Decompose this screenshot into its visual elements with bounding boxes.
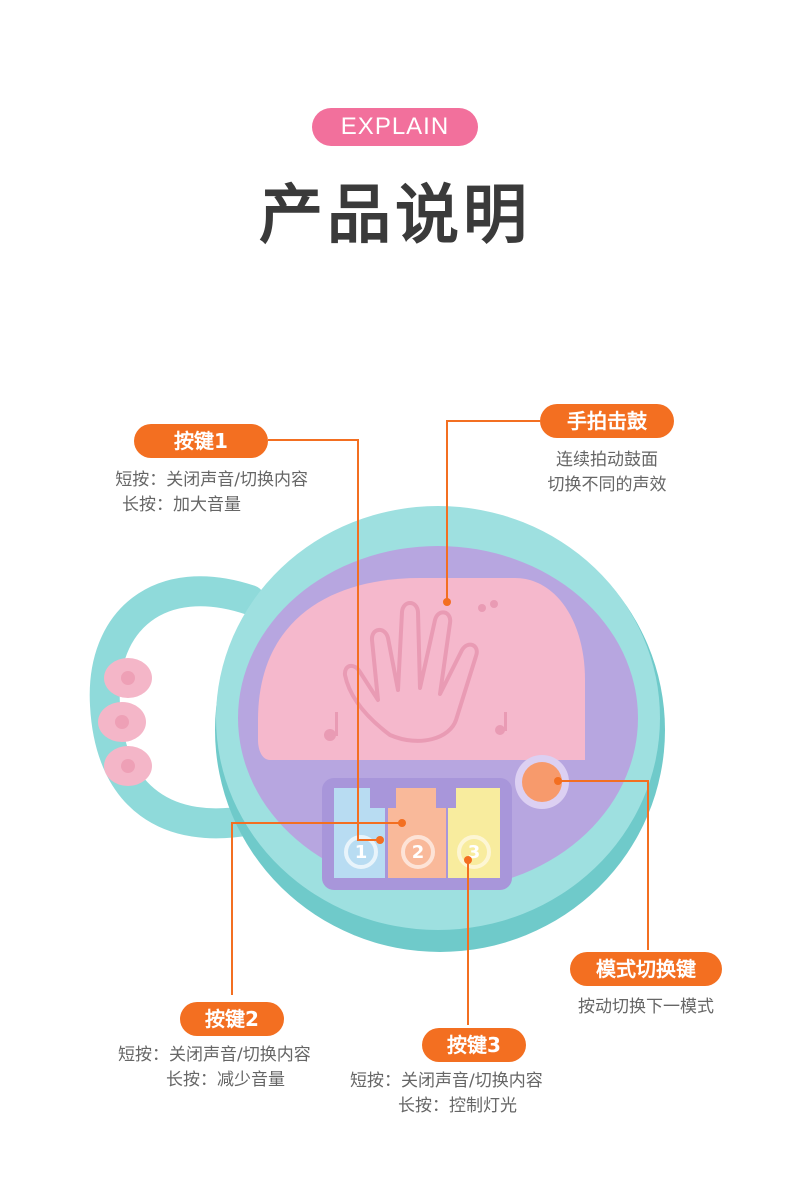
mode-desc: 按动切换下一模式 [555,995,737,1020]
key-3 [448,788,500,878]
button2-short-press: 短按：关闭声音/切换内容 [118,1045,311,1065]
key-2-label: 2 [412,842,425,863]
key-1-label: 1 [355,842,368,863]
toy-handle [89,576,265,839]
drum-desc: 连续拍动鼓面 切换不同的声效 [527,448,687,498]
button3-short-press: 短按：关闭声音/切换内容 [350,1071,543,1091]
button1-long-press: 长按：加大音量 [122,495,241,515]
mode-tag: 模式切换键 [570,952,722,986]
hand-print-icon [342,601,479,743]
button2-long-press: 长按：减少音量 [166,1070,285,1090]
drum-tag: 手拍击鼓 [540,404,674,438]
mode-line1: 按动切换下一模式 [578,997,714,1017]
key-1 [334,788,385,878]
drum-line1: 连续拍动鼓面 [556,450,658,470]
music-note-icons [324,600,507,741]
button1-short-press: 短按：关闭声音/切换内容 [115,470,308,490]
button1-desc: 短按：关闭声音/切换内容 长按：加大音量 [70,468,308,518]
page-title: 产品说明 [259,179,531,253]
callout-lines [231,420,649,1025]
button1-tag: 按键1 [134,424,268,458]
handle-beads [98,658,152,786]
button2-tag: 按键2 [180,1002,284,1036]
button3-desc: 短按：关闭声音/切换内容 长按：控制灯光 [350,1069,588,1119]
key-labels: 1 2 3 [355,842,481,863]
drum-line2: 切换不同的声效 [547,475,667,495]
button2-desc: 短按：关闭声音/切换内容 长按：减少音量 [118,1043,356,1093]
callout-dots [376,598,562,864]
button3-long-press: 长按：控制灯光 [398,1096,517,1116]
explain-badge: EXPLAIN [312,108,478,146]
key-2 [388,788,446,878]
button3-tag: 按键3 [422,1028,526,1062]
